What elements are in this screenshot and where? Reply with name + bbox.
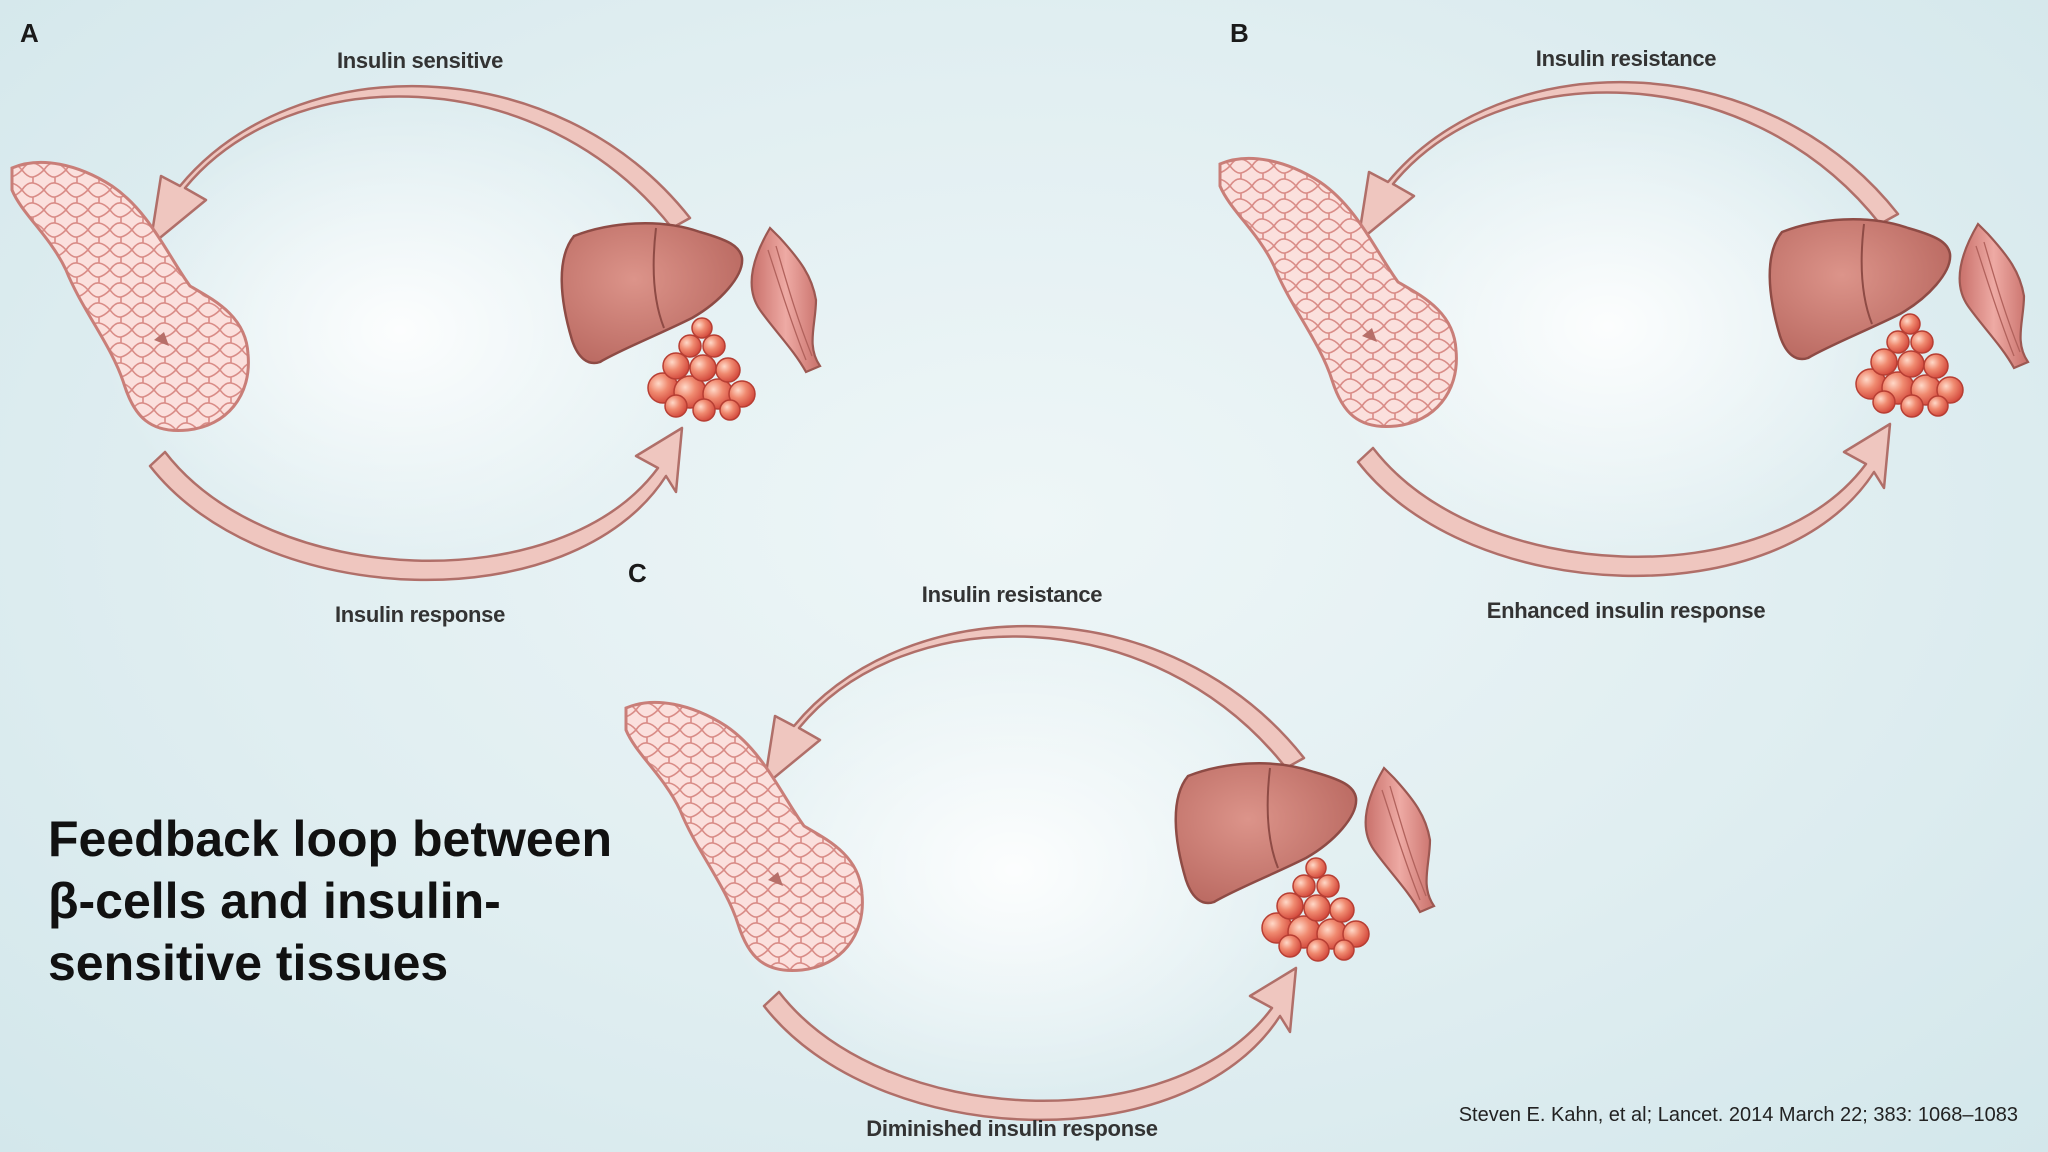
panel-c-diagram [624,624,1436,1122]
panel-c-top-label: Insulin resistance [921,582,1103,607]
panel-c-letter: C [628,558,647,588]
panel-b: B Insulin resistance Enhanced insulin re… [1208,0,2048,640]
panel-c-bottom-label: Diminished insulin response [866,1116,1158,1141]
panel-c: C Insulin resistance Diminished insulin … [612,548,1452,1152]
panel-a-top-label: Insulin sensitive [336,48,504,73]
panel-a-diagram [10,84,822,582]
panel-b-bottom-label: Enhanced insulin response [1486,598,1766,623]
panel-a-letter: A [20,18,39,48]
panel-b-letter: B [1230,18,1249,48]
slide-title: Feedback loop between β-cells and insuli… [48,811,613,991]
citation: Steven E. Kahn, et al; Lancet. 2014 Marc… [1458,1104,2018,1126]
panel-a: A Insulin sensitive Insulin response [0,0,840,640]
panel-b-top-label: Insulin resistance [1535,46,1717,71]
panel-b-diagram [1218,80,2030,578]
panel-a-bottom-label: Insulin response [334,602,506,627]
